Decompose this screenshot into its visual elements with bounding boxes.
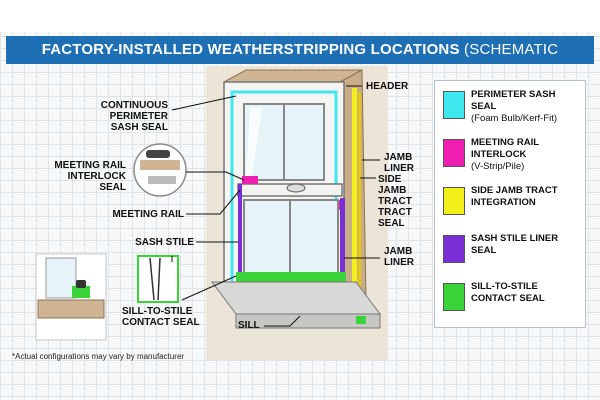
label-jlt-2: LINER bbox=[384, 163, 414, 174]
legend-desc-interlock: (V-Strip/Pile) bbox=[471, 161, 525, 172]
title-main: FACTORY-INSTALLED WEATHERSTRIPPING LOCAT… bbox=[41, 41, 460, 58]
label-jlt-1: JAMB bbox=[384, 152, 413, 163]
section-glass bbox=[45, 257, 77, 299]
label-sj-4: TRACT bbox=[378, 207, 412, 218]
sash-lock bbox=[286, 183, 306, 193]
legend-title-stile: SASH STILE LINER SEAL bbox=[471, 233, 559, 256]
label-sj-3: TRACT bbox=[378, 196, 412, 207]
label-sc-2: CONTACT SEAL bbox=[122, 317, 200, 328]
legend-panel: PERIMETER SASH SEAL(Foam Bulb/Kerf-Fit) … bbox=[434, 80, 586, 328]
label-sill-contact: SILL-TO-STILE CONTACT SEAL bbox=[122, 306, 212, 328]
legend-item-perimeter: PERIMETER SASH SEAL(Foam Bulb/Kerf-Fit) bbox=[443, 87, 583, 127]
jamb-tract-edge bbox=[358, 92, 361, 298]
inset-gasket bbox=[146, 150, 170, 158]
label-sill: SILL bbox=[238, 320, 260, 331]
leader-lines bbox=[171, 85, 380, 327]
legend-swatch-sill bbox=[443, 283, 465, 311]
label-jamb-liner-top: JAMB LINER bbox=[384, 152, 414, 174]
sill-inset-line2 bbox=[157, 257, 161, 301]
label-sash-stile: SASH STILE bbox=[135, 237, 194, 248]
label-jlb-2: LINER bbox=[384, 257, 414, 268]
label-sj-2: JAMB bbox=[378, 185, 407, 196]
label-continuous-2: SASH SEAL bbox=[110, 122, 168, 133]
label-side-jamb: SIDE JAMB TRACT TRACT SEAL bbox=[378, 174, 412, 229]
label-meeting-interlock: MEETING RAIL INTERLOCK SEAL bbox=[46, 160, 126, 193]
legend-desc-perimeter: (Foam Bulb/Kerf-Fit) bbox=[471, 113, 558, 124]
label-mi-1: MEETING RAIL bbox=[54, 160, 126, 171]
glass-glare bbox=[246, 108, 262, 176]
label-continuous-1: CONTINUOUS PERIMETER bbox=[100, 100, 168, 122]
inset-rail bbox=[148, 176, 176, 184]
section-green bbox=[72, 286, 90, 298]
legend-title-jamb: SIDE JAMB TRACT INTEGRATION bbox=[471, 185, 558, 208]
inset-wood bbox=[140, 160, 180, 170]
legend-item-sill: SILL-TO-STILE CONTACT SEAL bbox=[443, 279, 583, 319]
label-mi-2: INTERLOCK SEAL bbox=[67, 171, 126, 193]
legend-swatch-perimeter bbox=[443, 91, 465, 119]
legend-item-jamb: SIDE JAMB TRACT INTEGRATION bbox=[443, 183, 583, 223]
stile-right bbox=[340, 198, 345, 298]
jamb-tract bbox=[352, 88, 357, 300]
top-strip bbox=[0, 0, 600, 32]
sill-inset-line bbox=[149, 257, 155, 301]
section-gasket bbox=[76, 280, 86, 288]
legend-item-interlock: MEETING RAIL INTERLOCK(V-Strip/Pile) bbox=[443, 135, 583, 175]
label-meeting-rail: MEETING RAIL bbox=[112, 209, 184, 220]
label-continuous: CONTINUOUS PERIMETER SASH SEAL bbox=[40, 100, 168, 133]
legend-title-sill: SILL-TO-STILE CONTACT SEAL bbox=[471, 281, 545, 304]
legend-swatch-stile bbox=[443, 235, 465, 263]
footnote: *Actual configurations may vary by manuf… bbox=[12, 352, 185, 361]
label-sj-5: SEAL bbox=[378, 218, 405, 229]
legend-swatch-jamb bbox=[443, 187, 465, 215]
label-header: HEADER bbox=[366, 81, 409, 92]
label-sc-1: SILL-TO-STILE bbox=[122, 306, 193, 317]
label-jamb-liner-bottom: JAMB LINER bbox=[384, 246, 414, 268]
header-top bbox=[223, 69, 363, 83]
sill-seal bbox=[236, 272, 346, 282]
stile-left bbox=[238, 184, 242, 278]
legend-item-stile: SASH STILE LINER SEAL bbox=[443, 231, 583, 271]
legend-swatch-interlock bbox=[443, 139, 465, 167]
section-sill bbox=[37, 299, 105, 319]
interlock-left bbox=[242, 176, 258, 184]
legend-title-perimeter: PERIMETER SASH SEAL bbox=[471, 89, 556, 112]
legend-title-interlock: MEETING RAIL INTERLOCK bbox=[471, 137, 539, 160]
label-jlb-1: JAMB bbox=[384, 246, 413, 257]
sill-seal-end bbox=[356, 316, 366, 324]
sill-inset bbox=[137, 255, 179, 303]
label-sj-1: SIDE bbox=[378, 174, 402, 185]
sill-top bbox=[211, 281, 381, 315]
sill-front bbox=[235, 313, 381, 329]
